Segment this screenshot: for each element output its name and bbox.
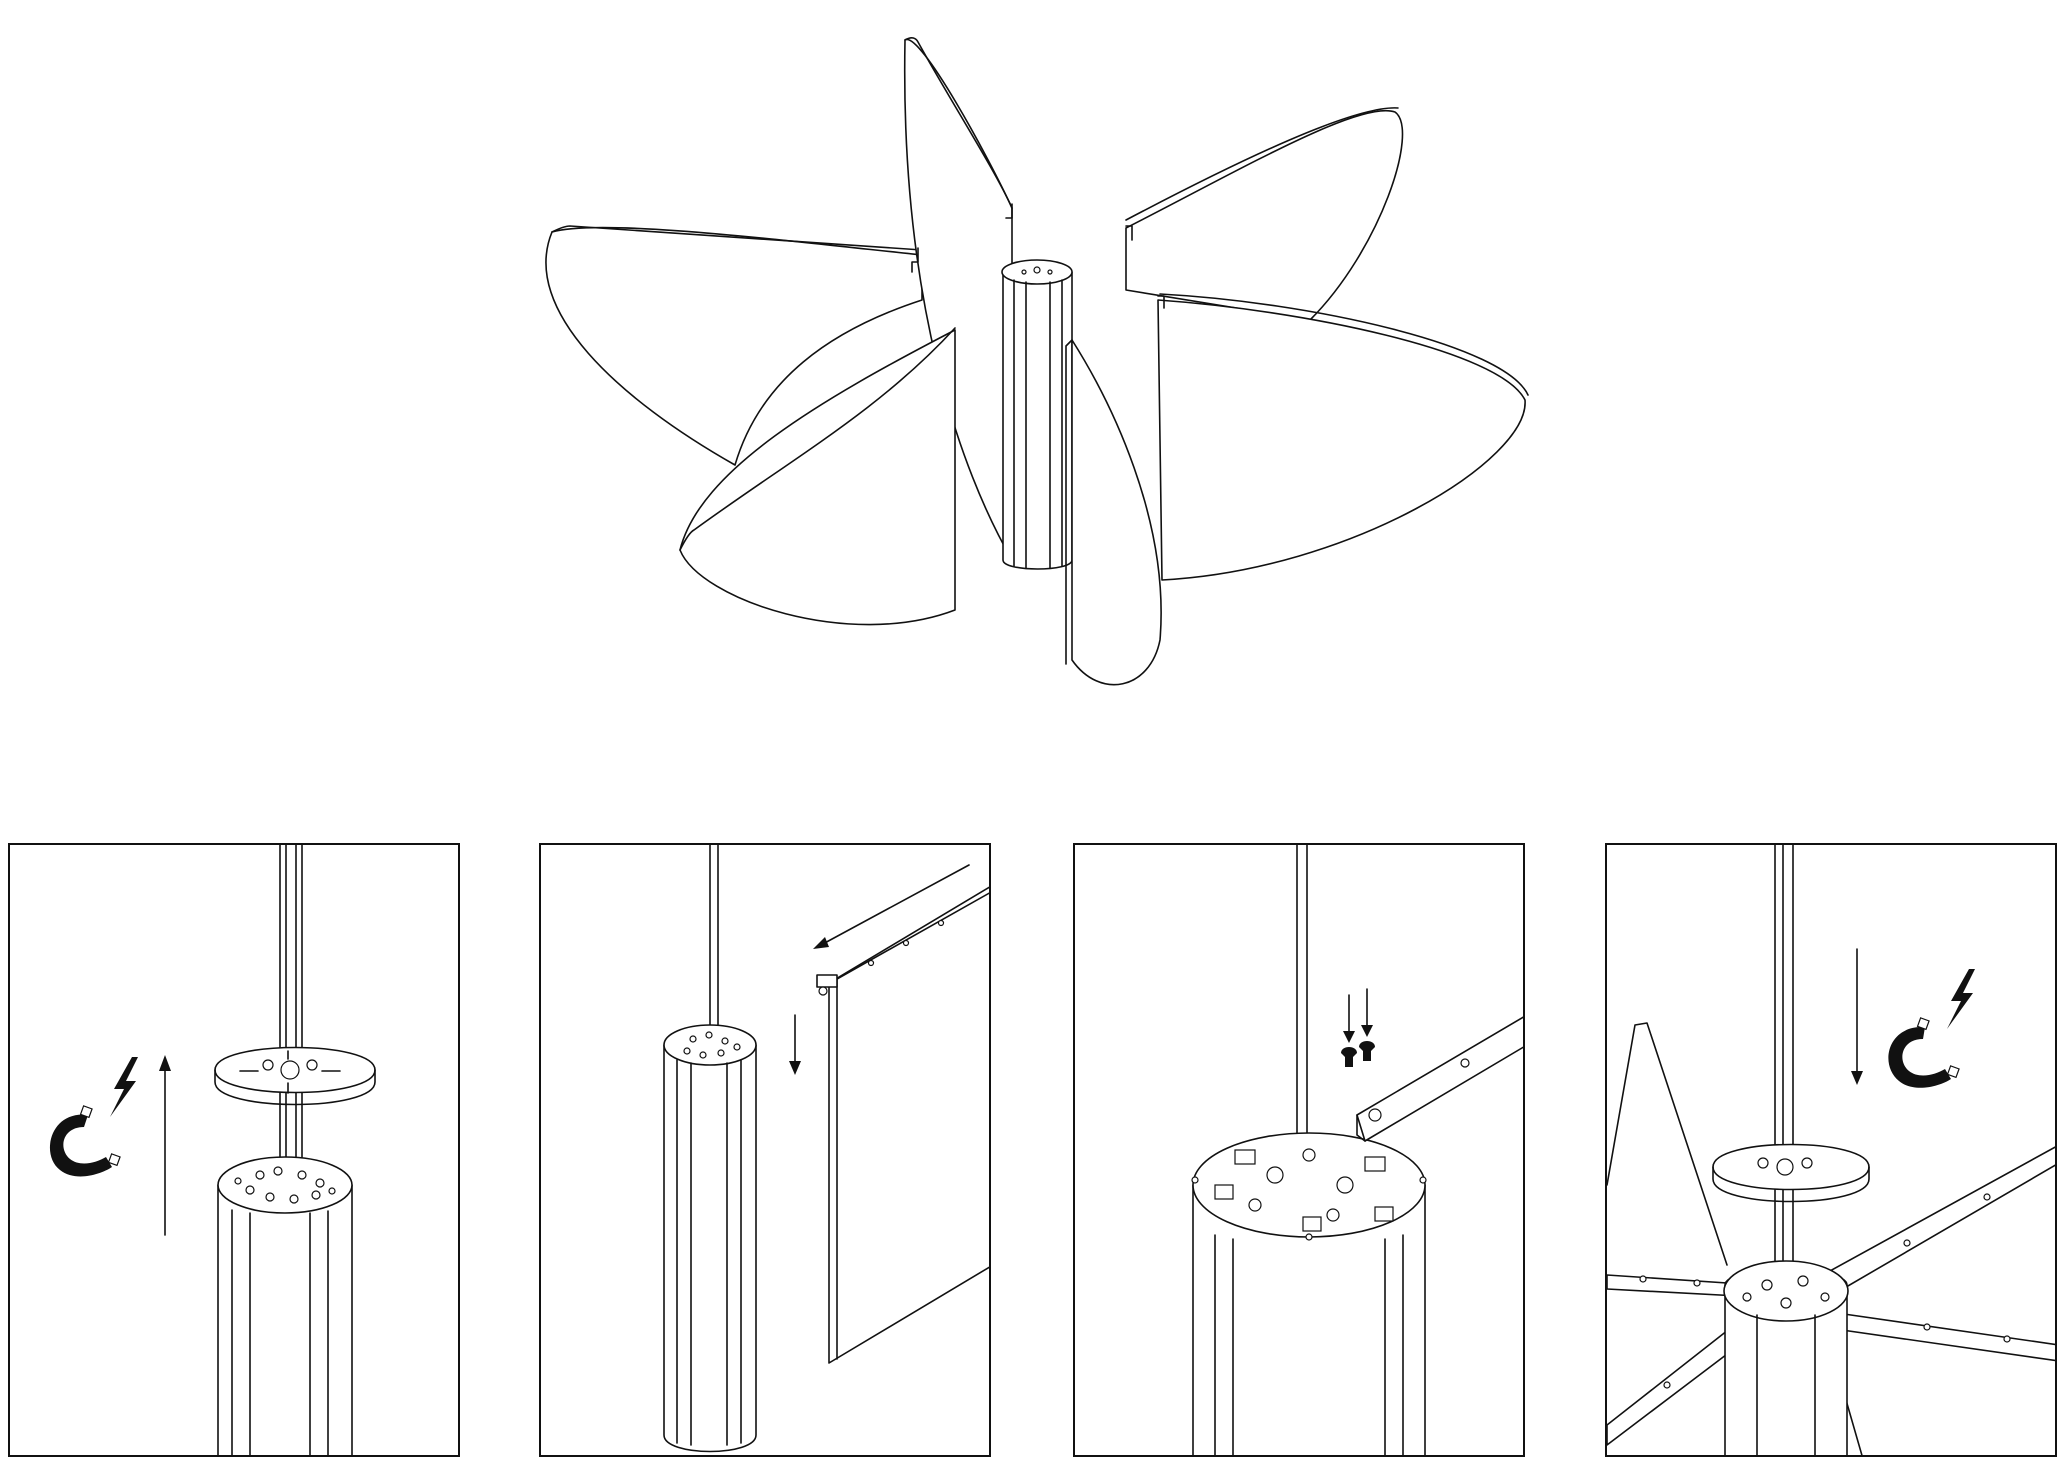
blade-back-right xyxy=(1125,109,1404,321)
arrow-slide-icon xyxy=(813,864,970,949)
center-rod xyxy=(1774,845,1794,1266)
arrow-down-icon xyxy=(1851,948,1863,1085)
support-arm xyxy=(1356,1016,1523,1142)
screw-icon xyxy=(1341,1041,1375,1067)
blade-back-left xyxy=(545,226,923,466)
hub-with-arms xyxy=(1607,1146,2055,1455)
assembly-step-4-panel xyxy=(1605,843,2057,1457)
central-column xyxy=(1001,259,1073,570)
assembly-step-1-panel xyxy=(8,843,460,1457)
magnet-icon xyxy=(49,1105,121,1177)
blade-top xyxy=(903,39,1013,561)
center-rod xyxy=(709,845,719,1036)
blade-right xyxy=(1157,299,1526,581)
blade-panel xyxy=(828,886,989,1364)
column-body xyxy=(1191,1132,1427,1455)
blade-edge xyxy=(1607,1022,1728,1266)
arrow-down-icon xyxy=(1343,988,1373,1043)
lightning-icon xyxy=(110,1057,138,1117)
assembled-lamp-illustration xyxy=(545,37,1529,686)
arrow-down-icon xyxy=(789,1014,801,1075)
star-plate xyxy=(1712,1143,1870,1203)
arrow-up-icon xyxy=(159,1055,171,1236)
center-rod xyxy=(1296,845,1308,1176)
lightning-icon xyxy=(1947,969,1975,1029)
star-plate xyxy=(214,1046,376,1106)
magnet-icon xyxy=(1888,1017,1960,1088)
column-body xyxy=(217,1156,353,1455)
column-body xyxy=(663,1024,757,1453)
bracket-clip xyxy=(816,974,838,996)
assembly-step-2-panel xyxy=(539,843,991,1457)
blade-front-right xyxy=(1071,339,1162,686)
center-rod xyxy=(279,845,303,1161)
assembly-step-3-panel xyxy=(1073,843,1525,1457)
